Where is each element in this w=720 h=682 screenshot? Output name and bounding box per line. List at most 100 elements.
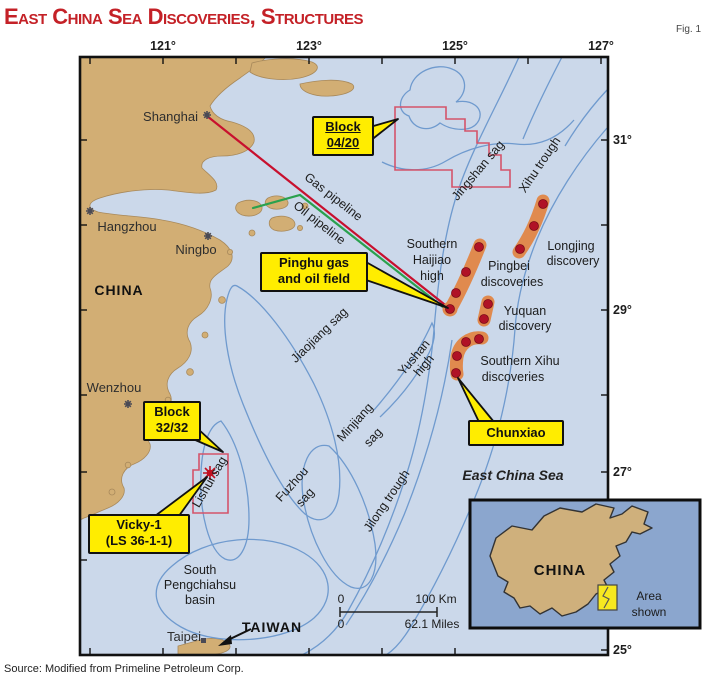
well-dot: [461, 267, 471, 277]
callout-chunxiao: Chunxiao: [468, 420, 564, 446]
block-0420-outline: [394, 106, 511, 188]
callout-pinghu: Pinghu gas and oil field: [260, 252, 368, 292]
callout-block-3232: Block 32/32: [143, 401, 201, 441]
coastal-island: [186, 368, 194, 376]
discovery-label-southern-xihu: discoveries: [482, 370, 545, 384]
estuary-island: [249, 58, 318, 80]
discovery-label-yuquan: Yuquan: [504, 304, 546, 318]
feature-label-pengchiahsu: basin: [185, 593, 215, 607]
callout-chunxiao-line1: Chunxiao: [486, 425, 546, 440]
well-dot: [474, 334, 484, 344]
city-icon-wenzhou: [124, 400, 132, 408]
inset-map: CHINA Area shown: [468, 498, 702, 630]
city-icon-taipei: [201, 638, 206, 643]
graticule-labels: 121° 123° 125° 127° 31° 29° 27° 25°: [150, 39, 632, 657]
well-dot: [474, 242, 484, 252]
city-icon-ningbo: [204, 232, 212, 240]
callout-block-0420-line2: 04/20: [326, 135, 360, 150]
discovery-label-pingbei: Pingbei: [488, 259, 530, 273]
contour-line: [399, 66, 481, 131]
contour-line: [522, 57, 563, 140]
discovery-label-longjing: discovery: [547, 254, 601, 268]
discovery-wells: [445, 199, 548, 378]
coastal-island: [124, 461, 132, 469]
latitude-label: 29°: [613, 303, 632, 317]
oil-pipeline-line: [251, 193, 450, 313]
vicky-well-star-icon: [203, 466, 217, 480]
callout-block-3232-line1: Block: [154, 404, 190, 419]
contour-line: [155, 538, 329, 641]
city-symbols: [86, 111, 212, 643]
contour-line: [564, 89, 608, 147]
longitude-label: 121°: [150, 39, 176, 53]
coastal-island: [108, 488, 116, 496]
callout-pinghu-line2: and oil field: [277, 271, 351, 286]
discovery-label-longjing: Longjing: [547, 239, 594, 253]
structure-contours: [155, 57, 608, 655]
well-dot: [483, 299, 493, 309]
callout-pointers: [154, 118, 495, 521]
contour-line: [345, 339, 453, 626]
coastal-island: [301, 202, 309, 210]
longitude-label: 125°: [442, 39, 468, 53]
block-3232-outline: [192, 453, 229, 514]
city-label-taipei: Taipei: [167, 629, 201, 644]
discovery-label-haijiao: Haijiao: [413, 253, 451, 267]
inset-china-shape: [489, 503, 653, 617]
page-title: East China Sea Discoveries, Structures: [4, 4, 364, 29]
pipelines: [205, 114, 451, 313]
callout-pinghu-line1: Pinghu gas: [278, 255, 350, 270]
zhoushan-island: [268, 215, 296, 232]
coastal-island: [296, 224, 303, 231]
taiwan-arrow-shaft: [227, 628, 252, 641]
well-dot: [529, 221, 539, 231]
city-label-wenzhou: Wenzhou: [87, 380, 142, 395]
scale-miles-label: 62.1 Miles: [405, 617, 460, 631]
license-blocks: [192, 106, 511, 514]
source-note: Source: Modified from Primeline Petroleu…: [4, 663, 244, 675]
contour-line: [373, 321, 436, 418]
latitude-label: 25°: [613, 643, 632, 657]
latitude-label: 27°: [613, 465, 632, 479]
frame-ticks: [80, 57, 608, 655]
callout-vicky-line1: Vicky-1: [116, 517, 162, 532]
well-dot: [452, 351, 462, 361]
well-dot: [538, 199, 548, 209]
inset-area-shown-label: Area: [636, 589, 662, 603]
well-dot: [451, 288, 461, 298]
callout-vicky: Vicky-1 (LS 36-1-1): [88, 514, 190, 554]
coastal-island: [226, 248, 233, 255]
discovery-label-southern-xihu: Southern Xihu: [480, 354, 559, 368]
taiwan-arrow: [218, 628, 252, 646]
city-label-shanghai: Shanghai: [143, 109, 198, 124]
well-dot: [445, 304, 455, 314]
callout-block-0420-line1: Block: [325, 119, 361, 134]
city-icon-hangzhou: [86, 207, 94, 215]
well-dot: [451, 368, 461, 378]
city-icon-shanghai: [203, 111, 211, 119]
contour-line: [224, 284, 341, 521]
callout-vicky-line2: (LS 36-1-1): [105, 533, 173, 548]
discovery-label-yuquan: discovery: [499, 319, 553, 333]
contour-line: [385, 127, 608, 655]
longitude-label: 127°: [588, 39, 614, 53]
well-dot: [461, 337, 471, 347]
estuary-island: [299, 79, 355, 97]
inset-area-shown-label: shown: [632, 605, 667, 619]
region-label-china: CHINA: [94, 282, 143, 298]
coastal-island: [201, 331, 209, 339]
contour-line: [200, 420, 250, 561]
well-dot: [479, 314, 489, 324]
inset-area-zigzag: [602, 586, 610, 609]
gas-pipeline-line: [205, 114, 451, 310]
inset-area-box: [597, 584, 618, 611]
contour-line: [301, 57, 520, 655]
figure-number-label: Fig. 1: [676, 24, 702, 35]
callout-block-3232-line2: 32/32: [155, 420, 189, 435]
feature-label-pengchiahsu: South: [184, 563, 217, 577]
discovery-label-pingbei: discoveries: [481, 275, 544, 289]
inset-china-label: CHINA: [534, 562, 587, 579]
scale-bar: 0 100 Km 0 62.1 Miles: [338, 592, 460, 631]
